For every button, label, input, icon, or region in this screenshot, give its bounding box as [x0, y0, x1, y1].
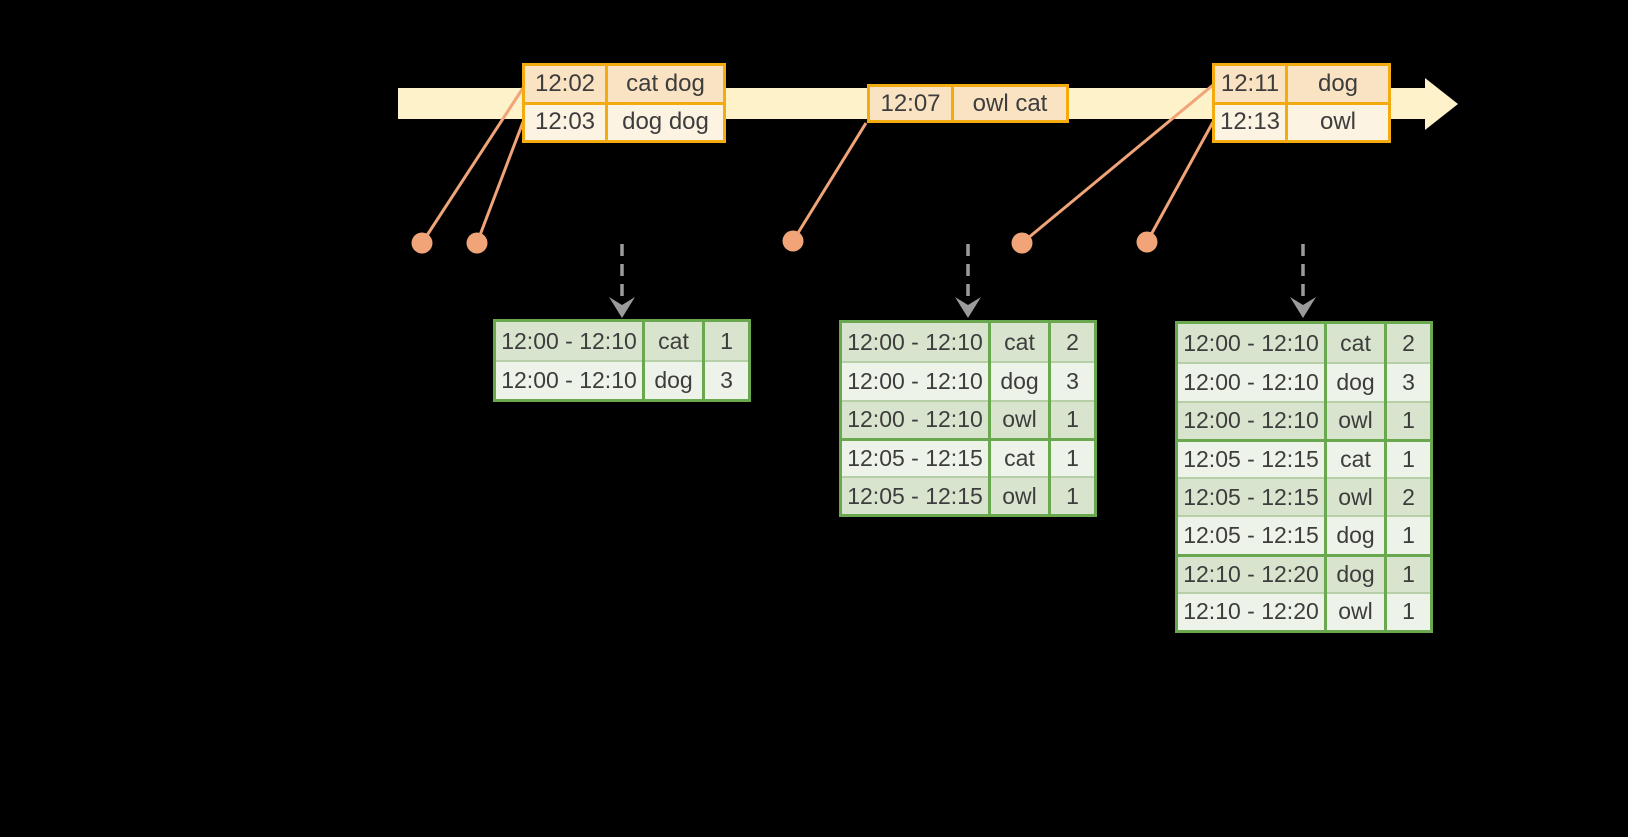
result-cell: 1 — [705, 322, 748, 361]
result-cell: 1 — [1387, 515, 1430, 554]
result-cell: 1 — [1387, 591, 1430, 630]
result-cell: 2 — [1387, 477, 1430, 516]
event-dot — [466, 232, 488, 254]
result-cell: owl — [1327, 477, 1384, 516]
result-cell: cat — [1327, 438, 1384, 477]
event-cell: 12:13 — [1215, 104, 1285, 140]
result-cell: 1 — [1387, 553, 1430, 592]
result-cell: 12:00 - 12:10 — [496, 360, 642, 399]
result-cell: 12:00 - 12:10 — [1178, 324, 1324, 363]
event-cell: 12:03 — [525, 104, 605, 140]
result-cell: 12:05 - 12:15 — [842, 476, 988, 515]
event-connector-line — [475, 121, 525, 244]
event-cell: owl cat — [954, 87, 1066, 120]
result-cell: 1 — [1387, 400, 1430, 439]
result-cell: owl — [991, 399, 1048, 438]
result-cell: 12:05 - 12:15 — [842, 437, 988, 476]
result-cell: cat — [991, 437, 1048, 476]
event-cell: 12:07 — [870, 87, 951, 120]
event-connector-line — [1145, 121, 1215, 243]
event-connector-line — [420, 87, 525, 244]
trigger-arrowhead-icon — [609, 297, 635, 318]
trigger-arrowhead-icon — [955, 297, 981, 318]
result-cell: 3 — [1051, 361, 1094, 400]
result-cell: 1 — [1051, 476, 1094, 515]
event-cell: dog dog — [608, 104, 723, 140]
result-cell: 1 — [1387, 438, 1430, 477]
result-cell: owl — [991, 476, 1048, 515]
result-cell: cat — [1327, 324, 1384, 363]
event-dot — [1136, 231, 1158, 253]
event-cell: cat dog — [608, 66, 723, 102]
event-dot — [1011, 232, 1033, 254]
result-cell: dog — [1327, 362, 1384, 401]
result-cell: 12:00 - 12:10 — [842, 323, 988, 362]
result-cell: 12:00 - 12:10 — [842, 361, 988, 400]
result-cell: owl — [1327, 400, 1384, 439]
result-cell: 3 — [1387, 362, 1430, 401]
result-cell: 3 — [705, 360, 748, 399]
result-cell: 2 — [1387, 324, 1430, 363]
result-cell: 12:10 - 12:20 — [1178, 591, 1324, 630]
result-cell: owl — [1327, 591, 1384, 630]
result-cell: 12:05 - 12:15 — [1178, 438, 1324, 477]
result-cell: 12:05 - 12:15 — [1178, 477, 1324, 516]
event-connector-line — [1021, 83, 1214, 245]
event-cell: 12:11 — [1215, 66, 1285, 102]
result-cell: 12:10 - 12:20 — [1178, 553, 1324, 592]
trigger-arrowhead-icon — [1290, 297, 1316, 318]
result-cell: dog — [1327, 515, 1384, 554]
event-cell: 12:02 — [525, 66, 605, 102]
result-cell: 12:00 - 12:10 — [1178, 400, 1324, 439]
result-cell: 12:00 - 12:10 — [842, 399, 988, 438]
result-cell: 1 — [1051, 399, 1094, 438]
result-cell: 1 — [1051, 437, 1094, 476]
result-cell: 12:00 - 12:10 — [496, 322, 642, 361]
result-cell: 12:00 - 12:10 — [1178, 362, 1324, 401]
event-cell: dog — [1288, 66, 1388, 102]
result-cell: 12:05 - 12:15 — [1178, 515, 1324, 554]
event-dot — [782, 230, 804, 252]
result-cell: cat — [991, 323, 1048, 362]
result-cell: dog — [991, 361, 1048, 400]
event-dot — [411, 232, 433, 254]
timeline-arrowhead-icon — [1425, 78, 1458, 130]
event-connector-line — [791, 122, 868, 242]
event-cell: owl — [1288, 104, 1388, 140]
result-cell: dog — [1327, 553, 1384, 592]
result-cell: dog — [645, 360, 702, 399]
result-cell: 2 — [1051, 323, 1094, 362]
result-cell: cat — [645, 322, 702, 361]
